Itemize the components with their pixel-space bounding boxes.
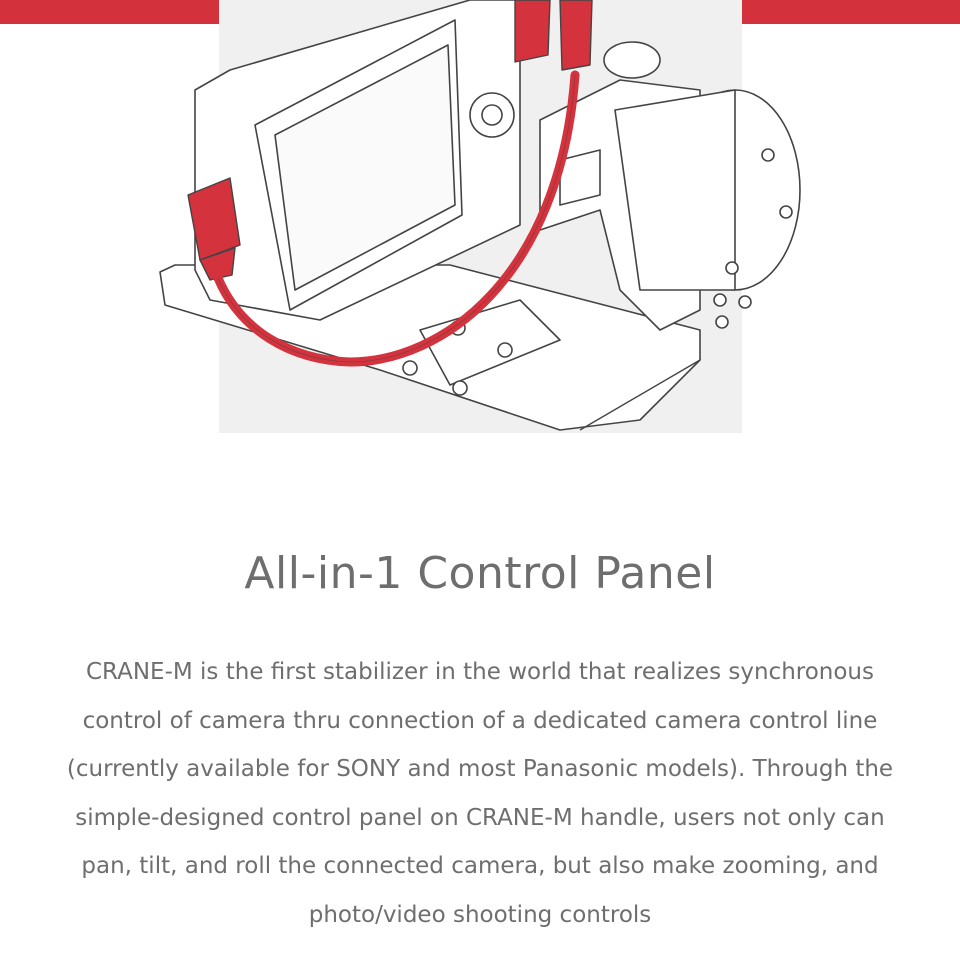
- accent-band-left: [0, 0, 219, 24]
- camera-screen: [274, 44, 456, 291]
- right-angle-connector-left: [187, 177, 241, 261]
- section-title: All-in-1 Control Panel: [244, 548, 716, 599]
- gimbal-camera-illustration: [159, 0, 801, 431]
- tightening-knob: [603, 41, 661, 79]
- accent-band-right: [742, 0, 960, 24]
- connector-top: [514, 0, 551, 63]
- camera-port-block: [559, 149, 601, 206]
- section-description: CRANE-M is the first stabilizer in the w…: [66, 659, 894, 928]
